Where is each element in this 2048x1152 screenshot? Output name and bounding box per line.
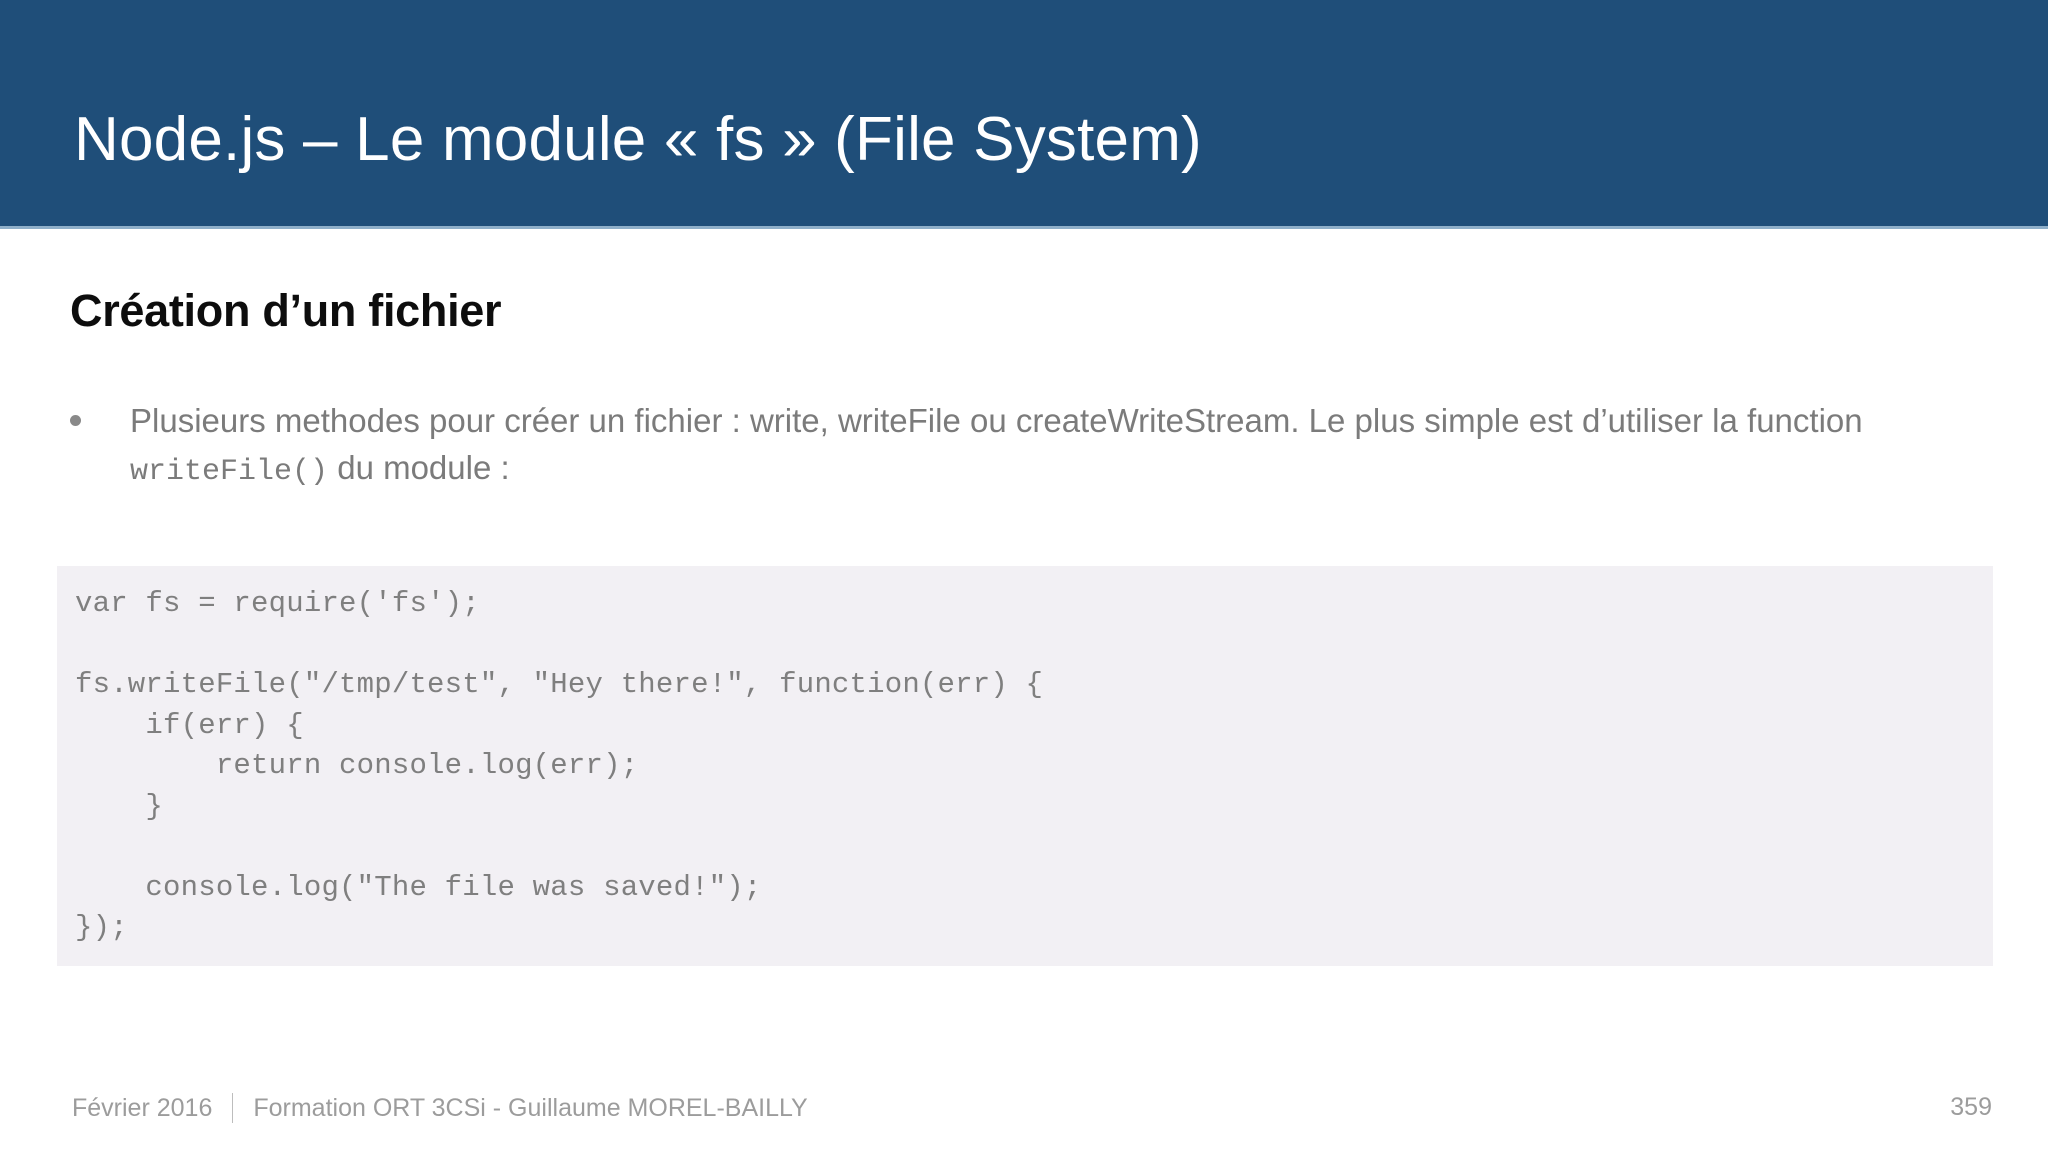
- slide-title-band: [0, 0, 2048, 226]
- slide-title-underline: [0, 226, 2048, 229]
- bullet-list-item: Plusieurs methodes pour créer un fichier…: [70, 398, 2000, 493]
- footer: Février 2016 Formation ORT 3CSi - Guilla…: [72, 1093, 808, 1123]
- bullet-text-leading: Plusieurs methodes pour créer un fichier…: [130, 402, 1863, 439]
- footer-date: Février 2016: [72, 1093, 213, 1122]
- bullet-dot-icon: [70, 415, 81, 426]
- code-block-content: var fs = require('fs'); fs.writeFile("/t…: [75, 587, 1044, 944]
- bullet-paragraph: Plusieurs methodes pour créer un fichier…: [130, 398, 2000, 493]
- bullet-text-trailing: du module :: [328, 448, 510, 486]
- page-number: 359: [1950, 1093, 1992, 1121]
- footer-course: Formation ORT 3CSi - Guillaume MOREL-BAI…: [253, 1093, 808, 1122]
- inline-code-writefile: writeFile(): [130, 454, 329, 489]
- footer-separator: [232, 1093, 234, 1123]
- slide-title: Node.js – Le module « fs » (File System): [74, 105, 1202, 174]
- code-block: var fs = require('fs'); fs.writeFile("/t…: [57, 566, 1993, 966]
- section-heading: Création d’un fichier: [70, 285, 502, 336]
